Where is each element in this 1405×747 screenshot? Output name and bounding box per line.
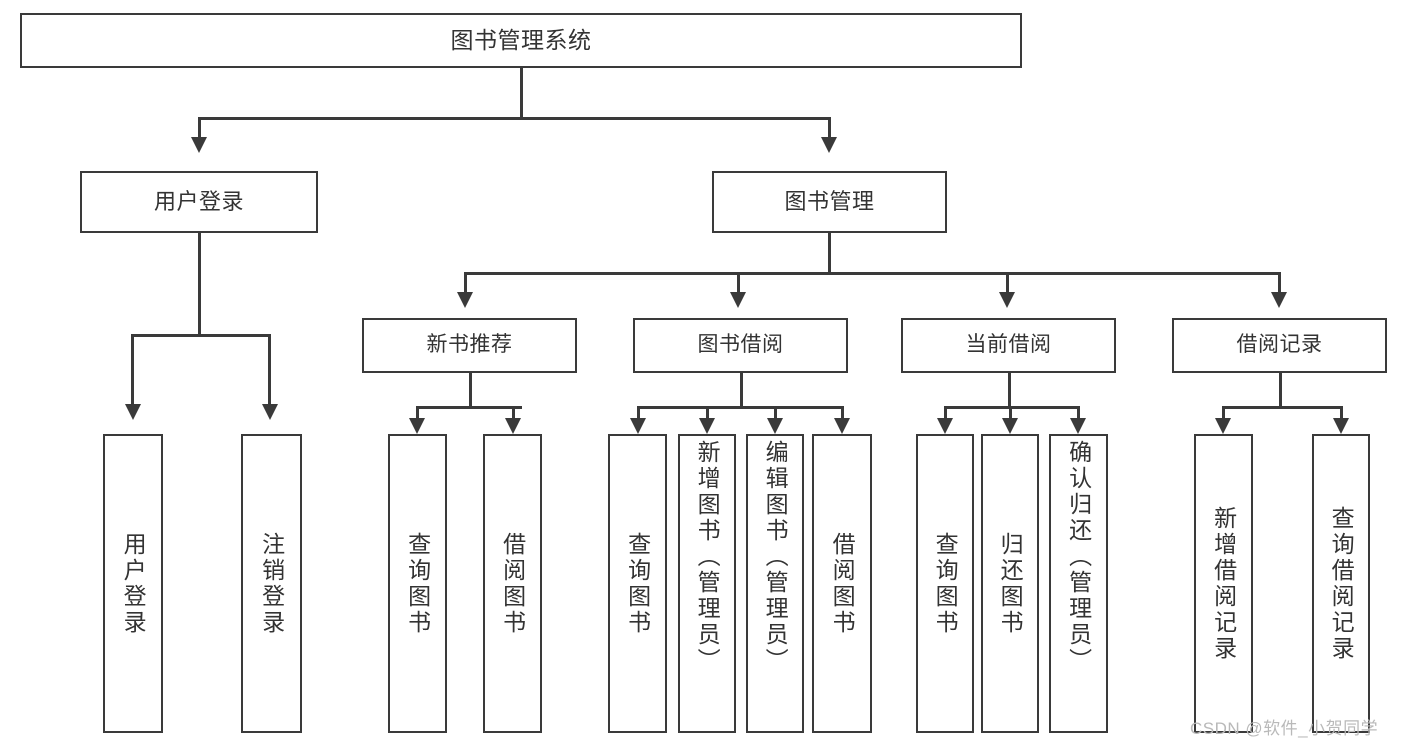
connector-book-management-split-bar — [464, 272, 1280, 275]
connector-bb-child-1 — [637, 406, 640, 420]
connector-cb-stem — [1008, 373, 1011, 408]
leaf-bb-borrow-book[interactable]: 借阅图书 — [812, 434, 872, 733]
connector-nbr-split-bar — [416, 406, 522, 409]
node-label: 图书借阅 — [697, 333, 784, 357]
arrow-bb-child-3 — [767, 418, 783, 434]
connector-bm-child-2 — [737, 272, 740, 294]
node-label: 新书推荐 — [426, 333, 513, 357]
arrow-br-child-1 — [1215, 418, 1231, 434]
arrow-nbr-child-2 — [505, 418, 521, 434]
arrow-user-login-child-2 — [262, 404, 278, 420]
node-label: 借阅记录 — [1236, 333, 1323, 357]
node-label: 用户登录 — [120, 531, 147, 636]
leaf-cb-return-book[interactable]: 归还图书 — [981, 434, 1039, 733]
node-label: 图书管理 — [784, 189, 875, 215]
connector-cb-split-bar — [944, 406, 1079, 409]
node-current-borrow[interactable]: 当前借阅 — [901, 318, 1116, 373]
connector-cb-child-1 — [944, 406, 947, 420]
node-user-login[interactable]: 用户登录 — [80, 171, 318, 233]
leaf-cb-confirm-return-admin[interactable]: 确认归还（管理员） — [1049, 434, 1108, 733]
arrow-br-child-2 — [1333, 418, 1349, 434]
leaf-br-query-record[interactable]: 查询借阅记录 — [1312, 434, 1370, 733]
leaf-bb-query-book[interactable]: 查询图书 — [608, 434, 667, 733]
connector-bb-stem — [740, 373, 743, 408]
node-label: 查询图书 — [624, 531, 651, 636]
arrow-bm-child-1 — [457, 292, 473, 308]
node-label: 借阅图书 — [829, 531, 856, 636]
node-new-book-recommend[interactable]: 新书推荐 — [362, 318, 577, 373]
connector-user-login-split-bar — [131, 334, 268, 337]
arrow-cb-child-3 — [1070, 418, 1086, 434]
connector-root-to-user-login — [198, 117, 201, 139]
leaf-bb-edit-book-admin[interactable]: 编辑图书（管理员） — [746, 434, 804, 733]
arrow-bm-child-3 — [999, 292, 1015, 308]
node-label: 注销登录 — [258, 531, 285, 636]
node-root-book-management-system[interactable]: 图书管理系统 — [20, 13, 1022, 68]
watermark-text: CSDN @软件_小贺同学 — [1190, 719, 1379, 738]
connector-br-child-1 — [1222, 406, 1225, 420]
connector-bm-child-1 — [464, 272, 467, 294]
connector-bb-child-3 — [774, 406, 777, 420]
node-label: 新增图书（管理员） — [694, 440, 721, 674]
connector-user-login-child-2 — [268, 334, 271, 406]
node-borrow-record[interactable]: 借阅记录 — [1172, 318, 1387, 373]
connector-br-stem — [1279, 373, 1282, 408]
arrow-bb-child-4 — [834, 418, 850, 434]
connector-root-to-book-management — [828, 117, 831, 139]
connector-user-login-child-1 — [131, 334, 134, 406]
arrow-user-login-child-1 — [125, 404, 141, 420]
node-label: 查询图书 — [932, 531, 959, 636]
arrow-bb-child-2 — [699, 418, 715, 434]
connector-br-child-2 — [1340, 406, 1343, 420]
arrow-bm-child-2 — [730, 292, 746, 308]
connector-nbr-child-1 — [416, 406, 419, 420]
arrow-cb-child-1 — [937, 418, 953, 434]
arrow-nbr-child-1 — [409, 418, 425, 434]
leaf-bb-add-book-admin[interactable]: 新增图书（管理员） — [678, 434, 736, 733]
connector-cb-child-2 — [1009, 406, 1012, 420]
leaf-br-add-record[interactable]: 新增借阅记录 — [1194, 434, 1253, 733]
arrow-root-to-user-login — [191, 137, 207, 153]
connector-bb-split-bar — [637, 406, 842, 409]
leaf-user-login-login[interactable]: 用户登录 — [103, 434, 163, 733]
leaf-nbr-borrow-book[interactable]: 借阅图书 — [483, 434, 542, 733]
connector-nbr-stem — [469, 373, 472, 408]
node-label: 借阅图书 — [499, 531, 526, 636]
node-label: 确认归还（管理员） — [1065, 440, 1092, 674]
leaf-user-login-logout[interactable]: 注销登录 — [241, 434, 302, 733]
arrow-root-to-book-management — [821, 137, 837, 153]
arrow-cb-child-2 — [1002, 418, 1018, 434]
connector-bb-child-4 — [841, 406, 844, 420]
connector-br-split-bar — [1222, 406, 1342, 409]
node-label: 查询借阅记录 — [1328, 505, 1355, 662]
arrow-bm-child-4 — [1271, 292, 1287, 308]
node-label: 图书管理系统 — [450, 26, 592, 53]
connector-cb-child-3 — [1077, 406, 1080, 420]
node-label: 归还图书 — [997, 531, 1024, 636]
connector-nbr-child-2 — [512, 406, 515, 420]
arrow-bb-child-1 — [630, 418, 646, 434]
node-label: 查询图书 — [404, 531, 431, 636]
node-label: 当前借阅 — [965, 333, 1052, 357]
connector-bb-child-2 — [706, 406, 709, 420]
connector-bm-child-4 — [1278, 272, 1281, 294]
connector-book-management-stem — [828, 233, 831, 274]
node-book-management[interactable]: 图书管理 — [712, 171, 947, 233]
node-label: 新增借阅记录 — [1210, 505, 1237, 662]
connector-root-split-bar — [198, 117, 830, 120]
connector-bm-child-3 — [1006, 272, 1009, 294]
node-label: 用户登录 — [153, 189, 244, 215]
leaf-cb-query-book[interactable]: 查询图书 — [916, 434, 974, 733]
connector-root-stem — [520, 68, 523, 118]
node-label: 编辑图书（管理员） — [762, 440, 789, 674]
node-book-borrow[interactable]: 图书借阅 — [633, 318, 848, 373]
connector-user-login-stem — [198, 233, 201, 336]
leaf-nbr-query-book[interactable]: 查询图书 — [388, 434, 447, 733]
